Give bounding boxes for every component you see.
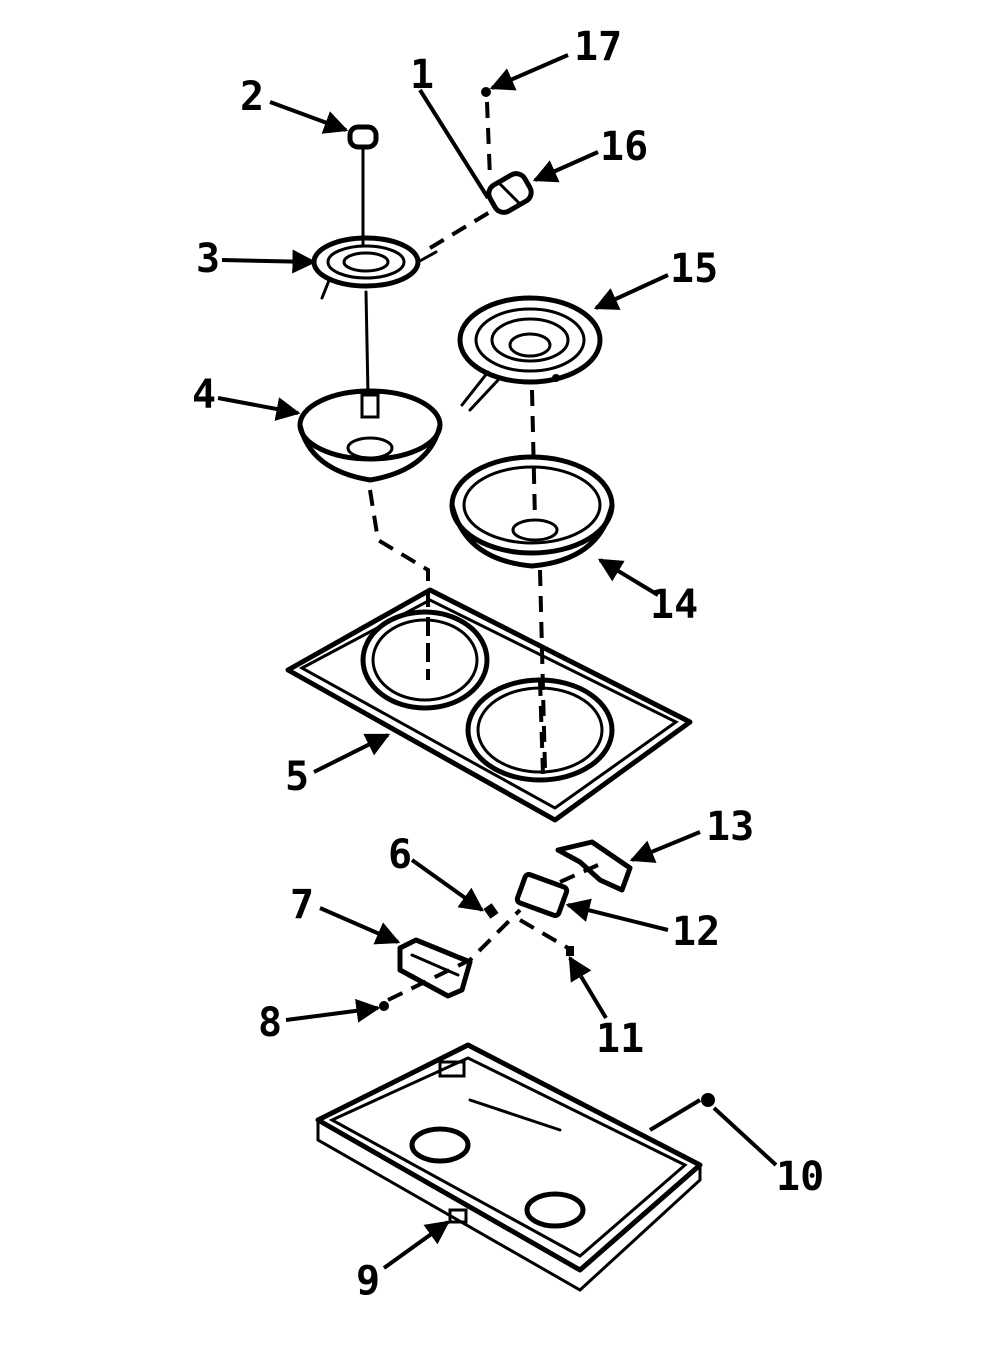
part-12-switch	[514, 863, 599, 918]
leader-5	[313, 733, 391, 774]
part-13-bracket	[555, 839, 633, 893]
part-3-small-surface-element	[311, 235, 438, 300]
part-10-screw	[701, 1093, 715, 1107]
leader-13	[629, 830, 701, 863]
leader-12	[565, 898, 669, 932]
leader-lines	[217, 53, 778, 1270]
leader-9	[382, 1220, 450, 1270]
callout-15: 15	[670, 246, 718, 292]
connector-element-to-receptacle	[428, 210, 492, 250]
leader-3	[221, 249, 317, 274]
callout-11: 11	[596, 1016, 644, 1062]
leader-10	[712, 1106, 778, 1167]
leader-16	[532, 150, 599, 183]
part-11-clip	[566, 946, 574, 956]
connector-housing-to-switch	[387, 908, 522, 1002]
part-7-indicator-housing	[397, 937, 473, 999]
connector-switch-to-clip	[518, 918, 570, 950]
leader-2	[269, 100, 349, 134]
callout-7: 7	[290, 882, 314, 928]
callout-3: 3	[196, 236, 220, 282]
part-4-small-drip-bowl	[297, 290, 443, 483]
leader-17	[489, 53, 569, 91]
leader-4	[217, 396, 301, 421]
part-15-large-surface-element	[457, 295, 603, 412]
callout-1: 1	[410, 52, 434, 98]
callout-2: 2	[240, 74, 264, 120]
callout-10: 10	[776, 1154, 824, 1200]
callout-8: 8	[258, 1000, 282, 1046]
leader-6	[410, 858, 484, 912]
part-17-screw	[481, 87, 492, 179]
callout-14: 14	[650, 582, 698, 628]
callout-6: 6	[388, 832, 412, 878]
part-8-screw	[379, 1001, 389, 1011]
leader-8	[285, 998, 381, 1023]
callout-4: 4	[192, 372, 216, 418]
part-9-bottom-pan	[315, 1042, 703, 1292]
leader-15	[593, 273, 669, 310]
callout-9: 9	[356, 1258, 380, 1304]
connector-small-bowl-to-top	[368, 489, 430, 680]
part-5-cooktop-panel	[285, 587, 693, 823]
part-2-knob	[347, 124, 379, 247]
part-14-large-drip-bowl	[449, 389, 615, 569]
leader-1	[418, 88, 490, 200]
callout-5: 5	[285, 754, 309, 800]
leader-11	[568, 955, 608, 1020]
leader-7	[319, 906, 401, 945]
leader-14	[597, 558, 660, 597]
callout-17: 17	[574, 24, 622, 70]
callout-16: 16	[600, 124, 648, 170]
callout-labels: 17 1 2 16 3 15 4 14 5 13 6 7 12 8 11 10 …	[192, 24, 824, 1304]
connector-large-bowl-to-top	[538, 569, 547, 771]
part-16-receptacle	[486, 171, 534, 215]
leader-10b	[648, 1098, 702, 1132]
callout-12: 12	[672, 909, 720, 955]
callout-13: 13	[706, 804, 754, 850]
part-6-screw	[483, 903, 499, 919]
